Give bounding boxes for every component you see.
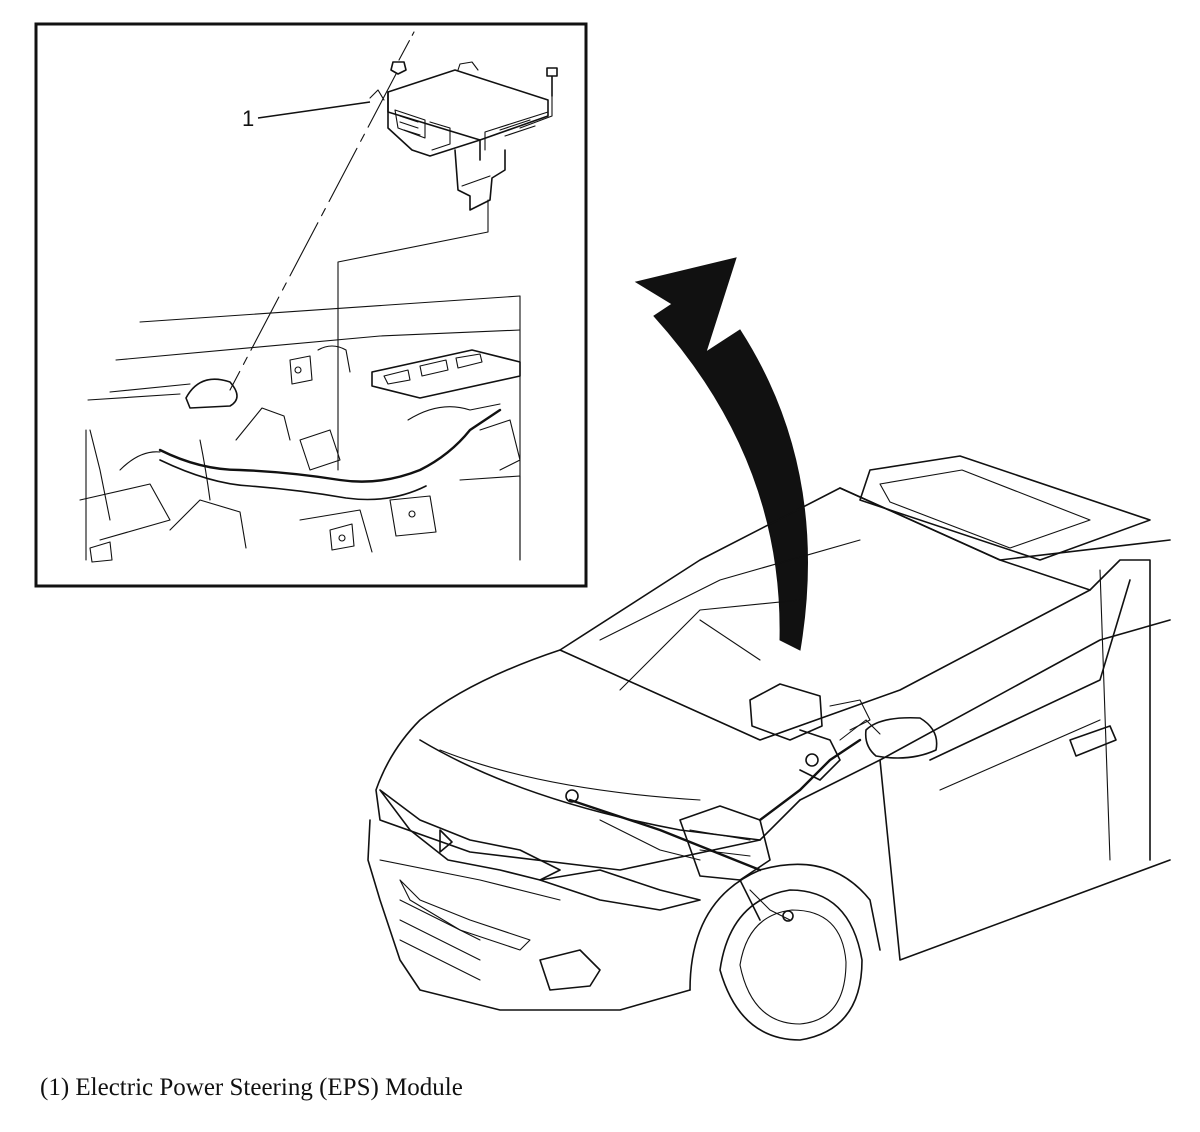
steering-rack [565, 738, 862, 922]
dashed-guide-line [398, 31, 415, 61]
stud-leader-line [229, 73, 397, 391]
callout-number-1: 1 [242, 106, 254, 131]
inset-vehicle-body [79, 295, 521, 563]
figure-caption: (1) Electric Power Steering (EPS) Module [40, 1074, 463, 1101]
inset-frame [34, 22, 588, 588]
eps-module-location-diagram: 1 [34, 22, 1171, 1041]
location-arrow [634, 257, 808, 651]
callout-leader [257, 101, 371, 119]
detail-inset: 1 [34, 22, 588, 588]
vehicle [367, 455, 1171, 1041]
bracket-guide-line [337, 199, 489, 471]
eps-module-on-vehicle [749, 683, 881, 781]
eps-module [369, 61, 558, 211]
